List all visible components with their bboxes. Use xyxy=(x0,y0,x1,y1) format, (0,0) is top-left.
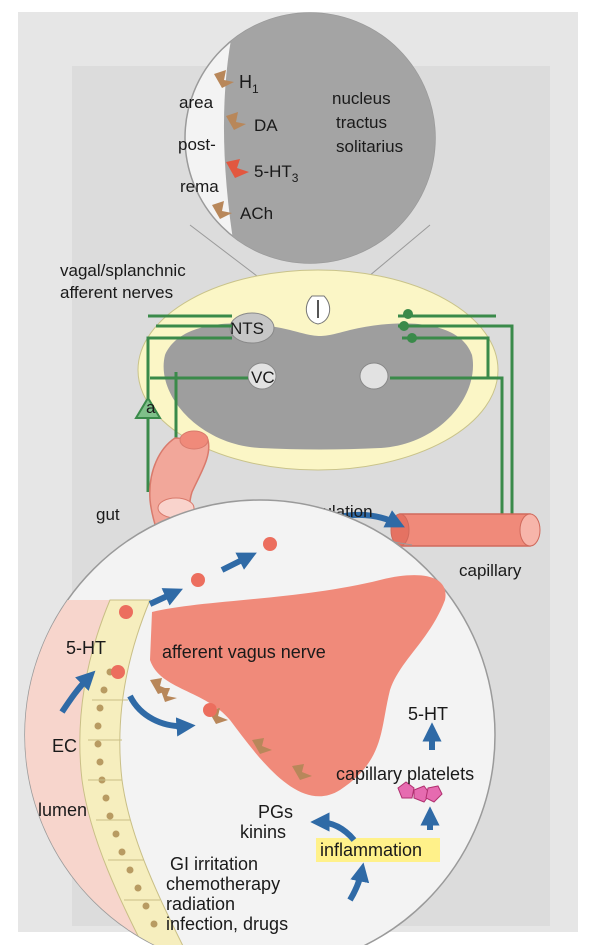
gut-label: gut xyxy=(96,505,120,524)
nucleus-line3: solitarius xyxy=(336,137,403,156)
cause-line2: chemotherapy xyxy=(166,874,280,894)
pgs-label: PGs xyxy=(258,802,293,822)
receptor-h1-subscript: 1 xyxy=(252,82,259,96)
serotonin-dot-2 xyxy=(119,605,133,619)
receptor-h1-label: H xyxy=(239,72,252,92)
ganglion-a-label: a xyxy=(146,398,156,417)
serotonin-dot-4 xyxy=(203,703,217,717)
inflammation-label: inflammation xyxy=(320,840,422,860)
cause-line3: radiation xyxy=(166,894,235,914)
serotonin-dot-3 xyxy=(191,573,205,587)
receptor-ach-label: ACh xyxy=(240,204,273,223)
serotonin-left-label: 5-HT xyxy=(66,638,106,658)
cause-line1: GI irritation xyxy=(170,854,258,874)
nerves-label-line1: vagal/splanchnic xyxy=(60,261,186,280)
nucleus-line2: tractus xyxy=(336,113,387,132)
nts-label: NTS xyxy=(230,319,264,338)
vc-right xyxy=(360,363,388,389)
area-postrema-line1: area xyxy=(179,93,214,112)
receptor-5ht-label: 5-HT xyxy=(254,162,292,181)
cause-line4: infection, drugs xyxy=(166,914,288,934)
capillary-platelets-label: capillary platelets xyxy=(336,764,474,784)
serotonin-dot-1 xyxy=(111,665,125,679)
vc-label: VC xyxy=(251,368,275,387)
ec-label: EC xyxy=(52,736,77,756)
receptor-da-label: DA xyxy=(254,116,278,135)
nerves-label-line2: afferent nerves xyxy=(60,283,173,302)
kinins-label: kinins xyxy=(240,822,286,842)
lumen-label: lumen xyxy=(38,800,87,820)
area-postrema-line2: post- xyxy=(178,135,216,154)
area-postrema-line3: rema xyxy=(180,177,219,196)
nucleus-line1: nucleus xyxy=(332,89,391,108)
serotonin-dot-5 xyxy=(263,537,277,551)
serotonin-right-label: 5-HT xyxy=(408,704,448,724)
afferent-vagus-label: afferent vagus nerve xyxy=(162,642,326,662)
capillary-label: capillary xyxy=(459,561,522,580)
receptor-5ht-subscript: 3 xyxy=(292,171,299,185)
